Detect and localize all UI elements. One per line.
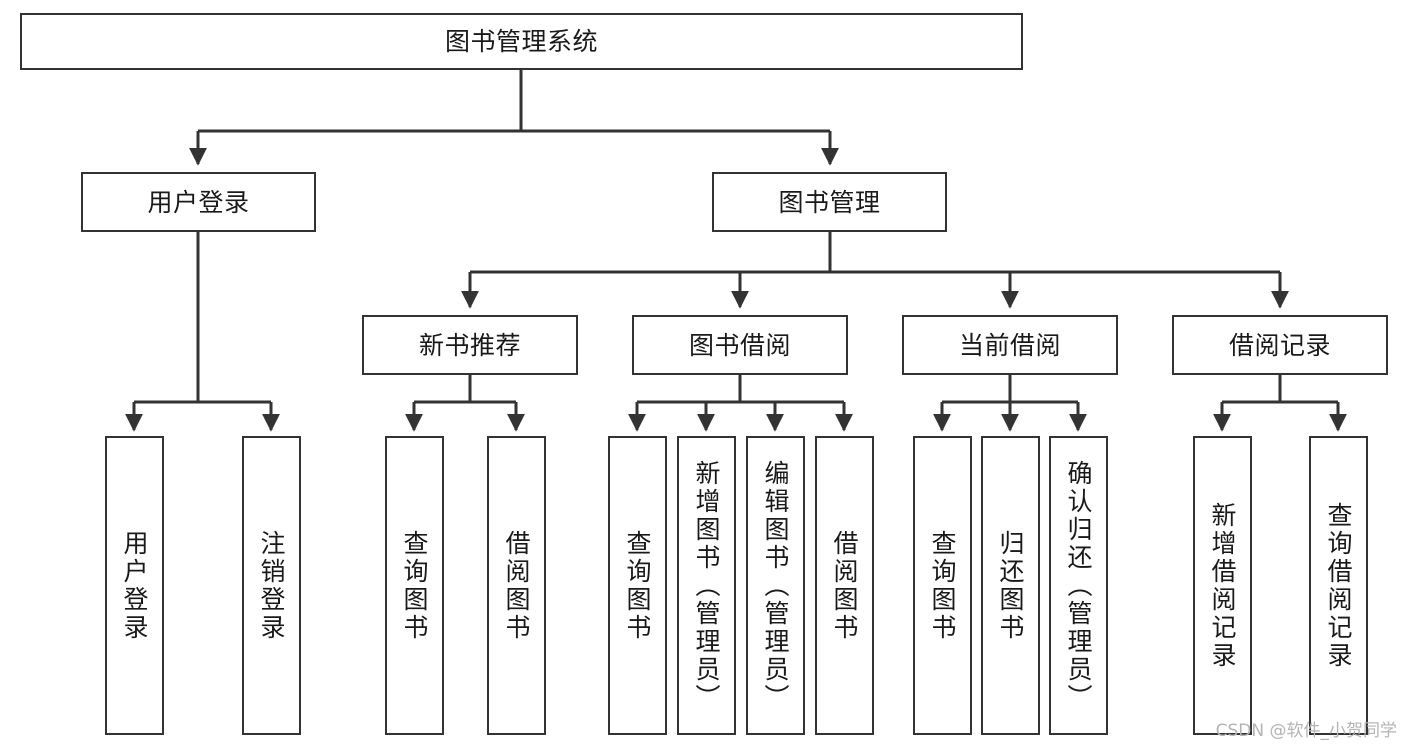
node-leaf-borrow-book-2[interactable]: 借阅图书 xyxy=(815,436,874,735)
node-leaf-logout-login[interactable]: 注销登录 xyxy=(242,436,301,735)
node-leaf-user-login-label: 用户登录 xyxy=(120,529,149,642)
node-leaf-confirm-return[interactable]: 确认归还（管理员） xyxy=(1049,436,1108,735)
node-leaf-edit-book[interactable]: 编辑图书（管理员） xyxy=(746,436,805,735)
node-leaf-query-record-label: 查询借阅记录 xyxy=(1324,501,1353,670)
node-new-book-recommend[interactable]: 新书推荐 xyxy=(362,315,578,375)
node-current-borrow-label: 当前借阅 xyxy=(958,330,1061,360)
node-leaf-edit-book-label: 编辑图书（管理员） xyxy=(761,459,790,712)
node-leaf-return-book[interactable]: 归还图书 xyxy=(981,436,1040,735)
node-book-borrow[interactable]: 图书借阅 xyxy=(632,315,848,375)
node-leaf-borrow-book-2-label: 借阅图书 xyxy=(830,529,859,642)
node-leaf-logout-login-label: 注销登录 xyxy=(257,529,286,642)
node-leaf-add-book-label: 新增图书（管理员） xyxy=(692,459,721,712)
node-leaf-query-book-1[interactable]: 查询图书 xyxy=(385,436,444,735)
node-leaf-add-book[interactable]: 新增图书（管理员） xyxy=(677,436,736,735)
node-leaf-borrow-book-1-label: 借阅图书 xyxy=(502,529,531,642)
node-leaf-confirm-return-label: 确认归还（管理员） xyxy=(1064,459,1093,712)
node-root-label: 图书管理系统 xyxy=(444,27,598,56)
node-leaf-add-record[interactable]: 新增借阅记录 xyxy=(1193,436,1252,735)
node-current-borrow[interactable]: 当前借阅 xyxy=(902,315,1118,375)
node-leaf-query-book-1-label: 查询图书 xyxy=(400,529,429,642)
node-leaf-borrow-book-1[interactable]: 借阅图书 xyxy=(487,436,546,735)
node-book-borrow-label: 图书借阅 xyxy=(688,330,791,360)
node-user-login-label: 用户登录 xyxy=(147,187,250,217)
node-leaf-query-book-3[interactable]: 查询图书 xyxy=(913,436,972,735)
node-leaf-add-record-label: 新增借阅记录 xyxy=(1208,501,1237,670)
node-book-management-label: 图书管理 xyxy=(778,187,881,217)
node-leaf-query-book-2[interactable]: 查询图书 xyxy=(608,436,667,735)
node-root[interactable]: 图书管理系统 xyxy=(20,13,1023,70)
node-leaf-query-book-2-label: 查询图书 xyxy=(623,529,652,642)
node-leaf-query-book-3-label: 查询图书 xyxy=(928,529,957,642)
node-book-management[interactable]: 图书管理 xyxy=(712,172,947,232)
node-borrow-record[interactable]: 借阅记录 xyxy=(1172,315,1388,375)
node-user-login[interactable]: 用户登录 xyxy=(81,172,316,232)
node-new-book-recommend-label: 新书推荐 xyxy=(418,330,521,360)
node-borrow-record-label: 借阅记录 xyxy=(1228,330,1331,360)
node-leaf-query-record[interactable]: 查询借阅记录 xyxy=(1309,436,1368,735)
node-leaf-return-book-label: 归还图书 xyxy=(996,529,1025,642)
node-leaf-user-login[interactable]: 用户登录 xyxy=(105,436,164,735)
